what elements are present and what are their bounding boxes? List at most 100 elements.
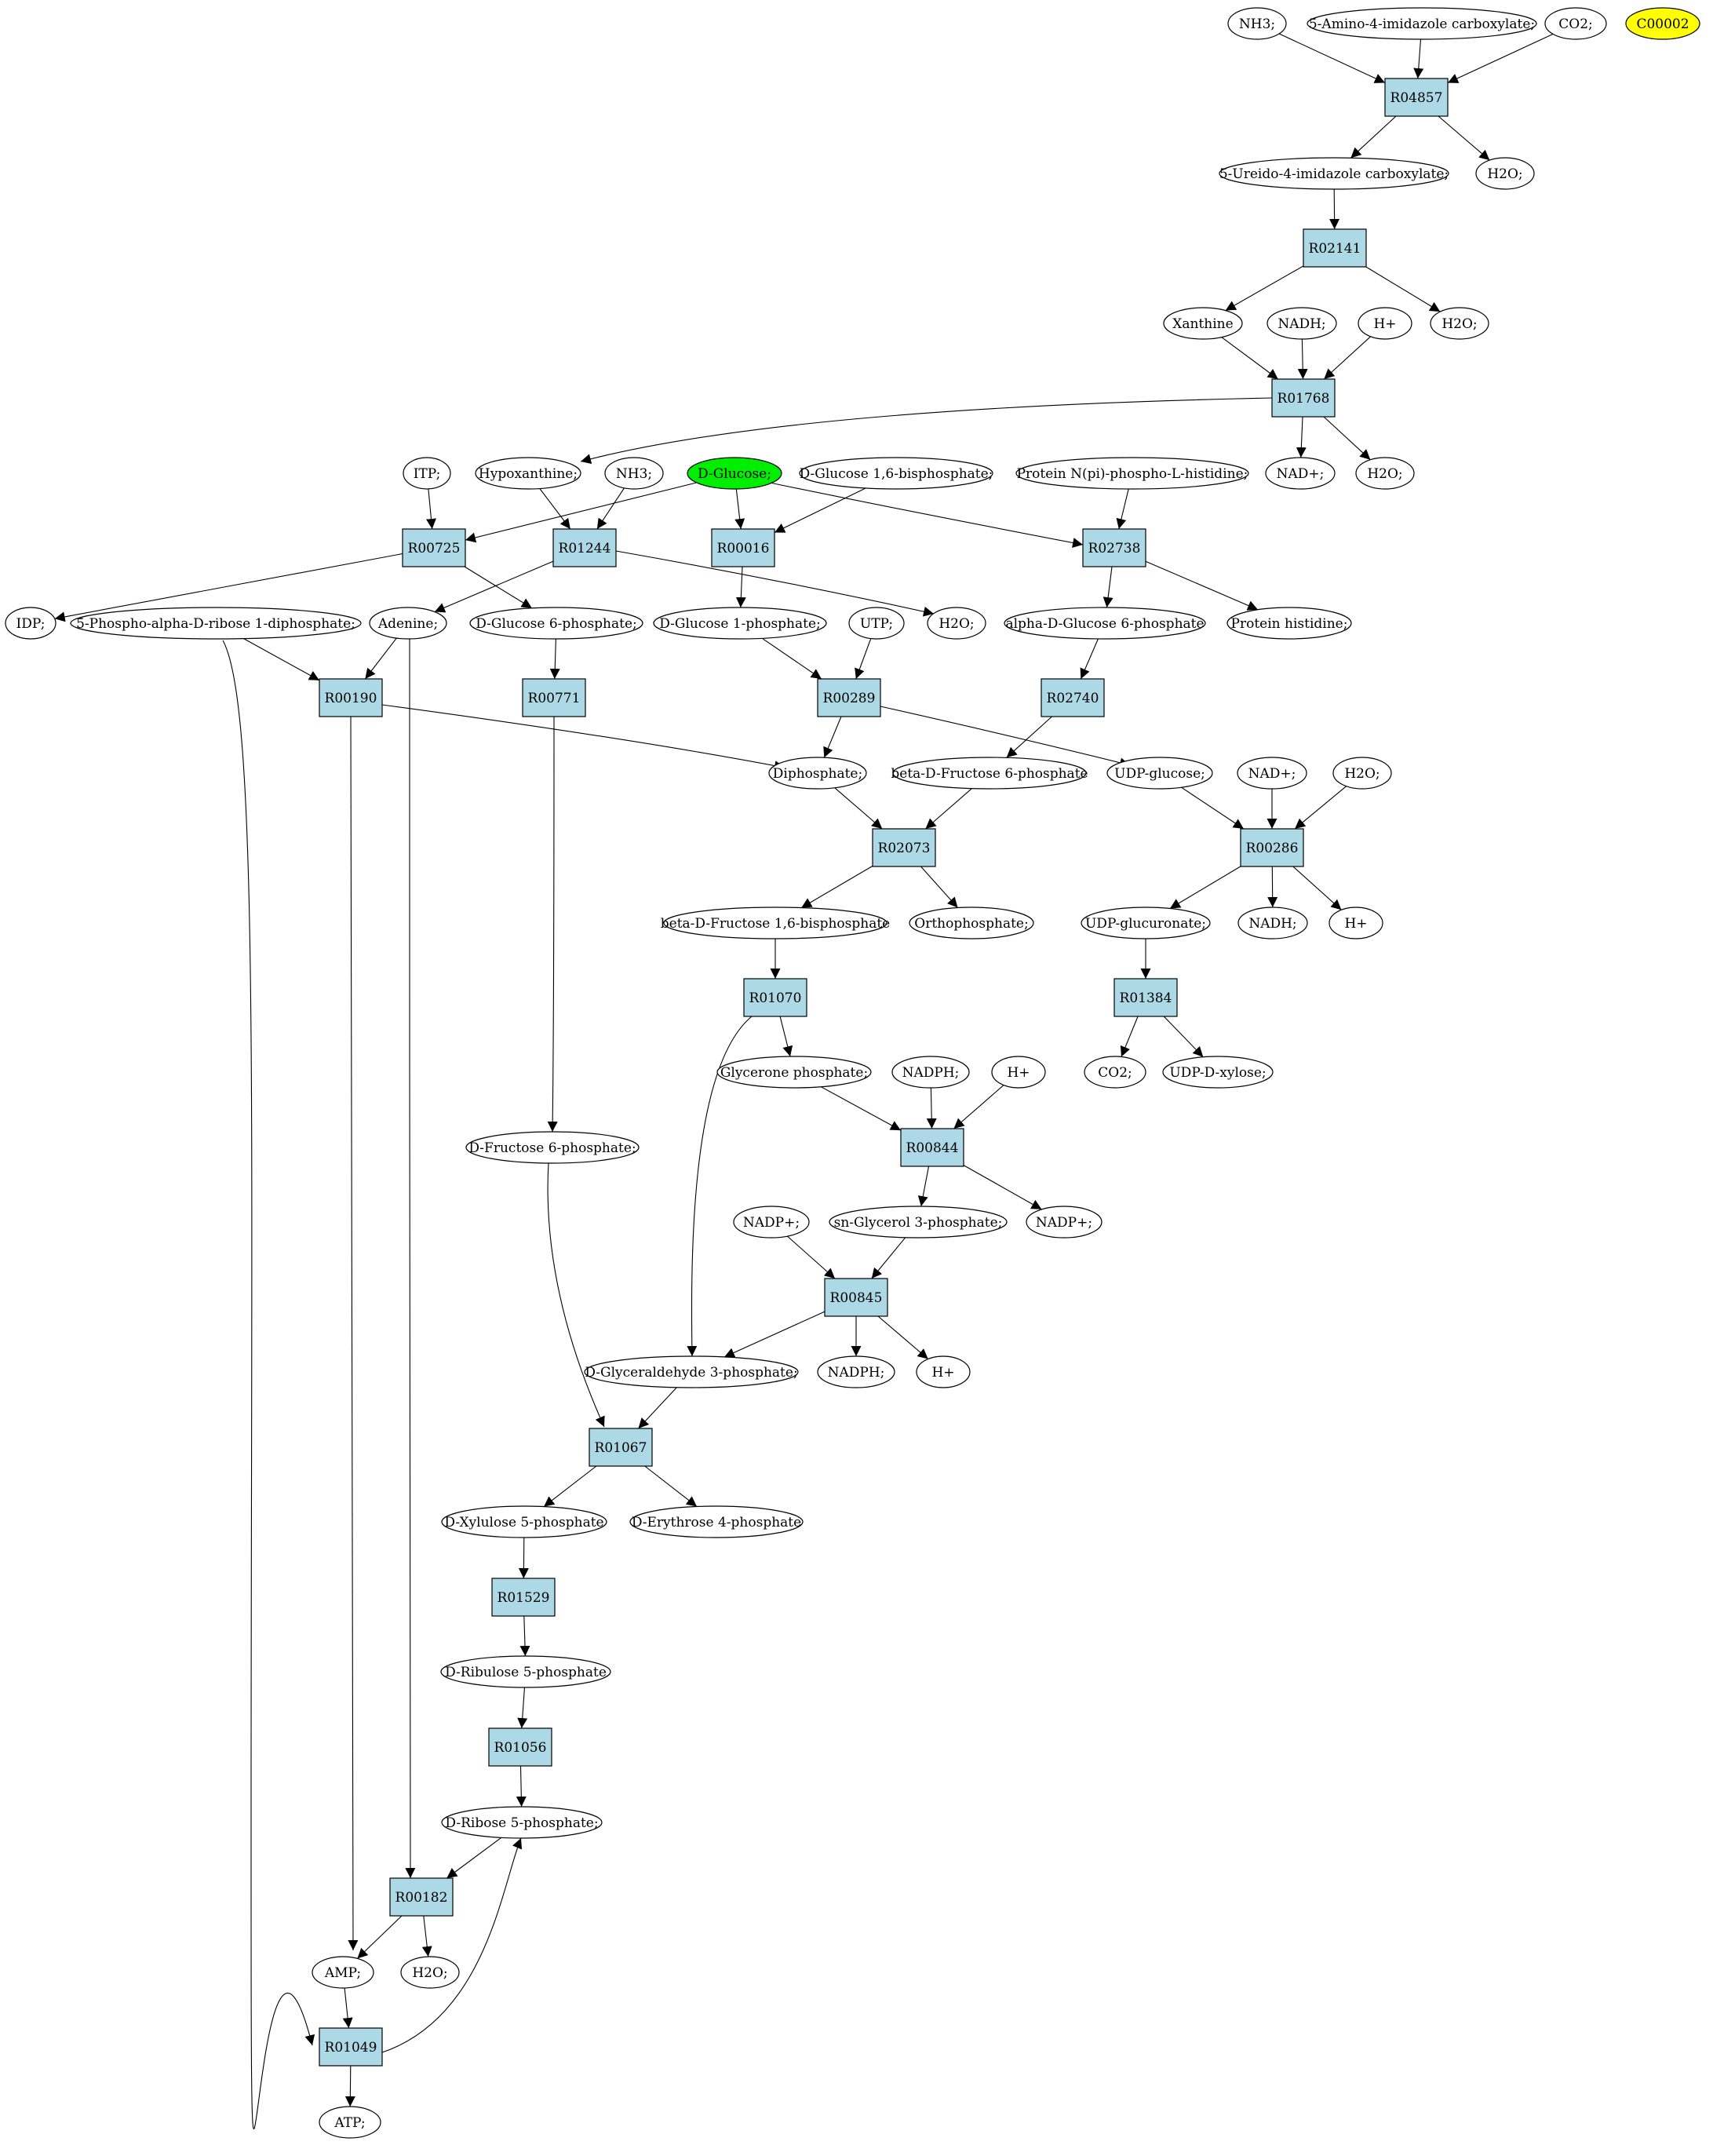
compound-node-atp[interactable]: ATP;	[319, 2106, 381, 2139]
reaction-node-r02740[interactable]: R02740	[1041, 678, 1105, 717]
compound-node-h2o-6[interactable]: H2O;	[400, 1956, 460, 1989]
reaction-node-r01529[interactable]: R01529	[491, 1578, 556, 1617]
compound-node-co2-2[interactable]: CO2;	[1084, 1056, 1146, 1089]
compound-node-orthophosphate[interactable]: Orthophosphate;	[909, 907, 1034, 939]
reaction-node-r01049[interactable]: R01049	[319, 2027, 383, 2067]
reaction-node-r01768[interactable]: R01768	[1271, 378, 1336, 418]
compound-node-nh3-top[interactable]: NH3;	[1227, 7, 1287, 40]
reaction-node-r02073[interactable]: R02073	[872, 828, 936, 867]
compound-ellipse	[1015, 457, 1249, 490]
compound-node-hplus-3[interactable]: H+	[991, 1056, 1046, 1089]
compound-node-utp[interactable]: UTP;	[848, 607, 905, 640]
edge-itp-to-R00725	[426, 488, 436, 530]
compound-node-amp[interactable]: AMP;	[312, 1956, 374, 1989]
edge-R02738-to-adg6p	[1103, 566, 1113, 608]
edge-adenine-to-R00190	[364, 637, 397, 680]
compound-node-dr5p[interactable]: D-Ribose 5-phosphate;	[441, 1806, 603, 1839]
compound-node-df6p[interactable]: D-Fructose 6-phosphate;	[465, 1131, 640, 1164]
reaction-node-r00016[interactable]: R00016	[711, 528, 775, 567]
compound-ellipse	[312, 1956, 374, 1989]
reaction-box	[1384, 78, 1449, 117]
edge-xanthine-to-R01768	[1221, 337, 1279, 380]
reaction-node-r01070[interactable]: R01070	[743, 978, 807, 1017]
compound-node-idp[interactable]: IDP;	[5, 607, 56, 640]
reaction-label: R04857	[1390, 90, 1443, 106]
compound-node-prothis[interactable]: Protein histidine;	[1226, 607, 1352, 640]
compound-node-hypoxanthine[interactable]: Hypoxanthine;	[475, 457, 581, 490]
reaction-box	[522, 678, 586, 717]
compound-node-hplus-4[interactable]: H+	[916, 1355, 971, 1388]
compound-node-dglucose[interactable]: D-Glucose;	[687, 457, 782, 490]
compound-node-dg16bp[interactable]: D-Glucose 1,6-bisphosphate;	[799, 457, 993, 490]
compound-node-itp[interactable]: ITP;	[403, 457, 451, 490]
compound-node-5uica[interactable]: 5-Ureido-4-imidazole carboxylate;	[1219, 157, 1449, 190]
compound-node-nadplus-2[interactable]: NAD+;	[1237, 757, 1307, 790]
compound-ellipse	[70, 607, 362, 640]
compound-node-udpglucuronate[interactable]: UDP-glucuronate;	[1081, 907, 1211, 939]
compound-node-snglycerol3p[interactable]: sn-Glycerol 3-phosphate;	[829, 1206, 1008, 1239]
compound-label: ATP;	[333, 2115, 365, 2131]
compound-node-bdf16bp[interactable]: beta-D-Fructose 1,6-bisphosphate	[661, 907, 890, 939]
compound-node-co2-top[interactable]: CO2;	[1544, 7, 1607, 40]
compound-node-adenine[interactable]: Adenine;	[369, 607, 447, 640]
compound-node-hplus-1[interactable]: H+	[1358, 307, 1412, 340]
compound-node-nadpplus-1[interactable]: NADP+;	[733, 1206, 810, 1239]
compound-node-adg6p[interactable]: alpha-D-Glucose 6-phosphate	[1004, 607, 1206, 640]
reaction-node-r01067[interactable]: R01067	[589, 1428, 653, 1467]
reaction-node-r00286[interactable]: R00286	[1240, 828, 1304, 867]
compound-ellipse	[909, 907, 1034, 939]
compound-node-hplus-2[interactable]: H+	[1328, 907, 1383, 939]
compound-node-nadplus-1[interactable]: NAD+;	[1265, 457, 1336, 490]
compound-node-udpxylose[interactable]: UDP-D-xylose;	[1162, 1056, 1274, 1089]
reaction-node-r00771[interactable]: R00771	[522, 678, 586, 717]
compound-ellipse	[400, 1956, 460, 1989]
compound-node-bdf6p[interactable]: beta-D-Fructose 6-phosphate	[891, 757, 1088, 790]
reaction-node-r00844[interactable]: R00844	[900, 1128, 964, 1167]
compound-node-dx5p[interactable]: D-Xylulose 5-phosphate	[441, 1505, 607, 1538]
reaction-node-r02141[interactable]: R02141	[1303, 228, 1367, 268]
compound-node-de4p[interactable]: D-Erythrose 4-phosphate	[629, 1505, 804, 1538]
reaction-node-r00182[interactable]: R00182	[389, 1877, 454, 1917]
reaction-node-r01384[interactable]: R01384	[1113, 978, 1178, 1017]
compound-node-5aica[interactable]: 5-Amino-4-imidazole carboxylate;	[1307, 7, 1537, 40]
reaction-node-r00845[interactable]: R00845	[824, 1278, 888, 1317]
compound-node-nh3-2[interactable]: NH3;	[604, 457, 664, 490]
edge-R02141-to-h2o_2	[1365, 266, 1441, 312]
compound-label: NADH;	[1277, 316, 1325, 332]
compound-node-glyceronep[interactable]: Glycerone phosphate;	[716, 1056, 872, 1089]
compound-node-protein-nphis[interactable]: Protein N(pi)-phospho-L-histidine;	[1015, 457, 1249, 490]
reaction-box	[1113, 978, 1178, 1017]
reaction-node-r01244[interactable]: R01244	[552, 528, 617, 567]
reaction-node-r00725[interactable]: R00725	[402, 528, 466, 567]
compound-node-dru5p[interactable]: D-Ribulose 5-phosphate	[440, 1655, 611, 1688]
reaction-node-r01056[interactable]: R01056	[488, 1727, 552, 1767]
compound-node-c00002[interactable]: C00002	[1625, 7, 1700, 40]
reaction-node-r02738[interactable]: R02738	[1082, 528, 1146, 567]
compound-node-h2o-4[interactable]: H2O;	[927, 607, 986, 640]
compound-label: ITP;	[414, 466, 441, 482]
compound-node-udpglucose[interactable]: UDP-glucose;	[1106, 757, 1213, 790]
compound-node-xanthine[interactable]: Xanthine	[1163, 307, 1243, 340]
edge-utp-to-R00289	[855, 638, 872, 680]
compound-node-h2o-2[interactable]: H2O;	[1430, 307, 1489, 340]
compound-node-h2o-5[interactable]: H2O;	[1332, 757, 1392, 790]
compound-node-diphosphate[interactable]: Diphosphate;	[768, 757, 867, 790]
compound-node-nadh-2[interactable]: NADH;	[1237, 907, 1308, 939]
reaction-node-r04857[interactable]: R04857	[1384, 78, 1449, 117]
reaction-node-r00289[interactable]: R00289	[817, 678, 881, 717]
compound-node-nadph-1[interactable]: NADPH;	[891, 1056, 970, 1089]
edge-R00182-to-amp	[357, 1915, 403, 1959]
compound-ellipse	[1328, 907, 1383, 939]
compound-node-h2o-1[interactable]: H2O;	[1475, 157, 1535, 190]
compound-node-dga3p[interactable]: D-Glyceraldehyde 3-phosphate;	[584, 1355, 799, 1388]
edge-R00190-to-diphosphate	[381, 704, 785, 771]
compound-node-nadh-1[interactable]: NADH;	[1267, 307, 1337, 340]
compound-node-h2o-3[interactable]: H2O;	[1355, 457, 1415, 490]
compound-node-dg6p[interactable]: D-Glucose 6-phosphate;	[469, 607, 643, 640]
compound-node-nadph-2[interactable]: NADPH;	[817, 1355, 895, 1388]
compound-node-prpp[interactable]: 5-Phospho-alpha-D-ribose 1-diphosphate;	[70, 607, 362, 640]
compound-node-dg1p[interactable]: D-Glucose 1-phosphate;	[653, 607, 827, 640]
compound-node-nadpplus-2[interactable]: NADP+;	[1026, 1206, 1103, 1239]
reaction-node-r00190[interactable]: R00190	[319, 678, 383, 717]
